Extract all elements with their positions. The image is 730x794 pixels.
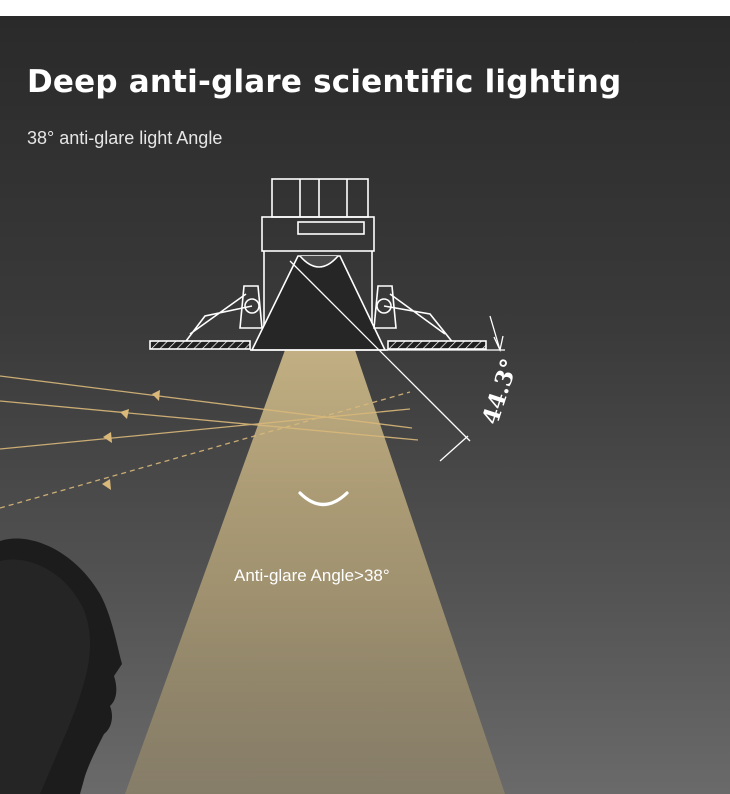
housing <box>261 216 375 252</box>
measure-line-diagonal <box>289 260 471 442</box>
ceiling-panel-left <box>149 340 251 350</box>
clip-pivot-right <box>376 298 392 314</box>
downlight-cross-section <box>149 178 487 351</box>
ray-arrow-icon <box>120 409 129 419</box>
spring-clip-right <box>383 293 459 350</box>
glare-ray-3 <box>0 408 411 450</box>
glare-ray-2 <box>0 400 419 441</box>
measure-line-bottom <box>439 435 469 462</box>
smile-icon <box>298 491 349 507</box>
clip-bracket-right <box>373 285 397 329</box>
measure-line-vertical <box>489 315 501 351</box>
page-subtitle: 38° anti-glare light Angle <box>27 128 223 148</box>
ray-arrow-icon <box>102 479 111 490</box>
page-title: Deep anti-glare scientific lighting <box>27 64 622 100</box>
glare-rays <box>0 375 419 509</box>
ray-arrow-icon <box>152 390 160 401</box>
diagram-panel: Deep anti-glare scientific lighting 38° … <box>0 16 730 794</box>
glare-ray-1 <box>0 375 413 429</box>
light-beam <box>125 350 505 794</box>
glare-ray-arrows-icon <box>102 390 160 490</box>
angle-label: 44.3° <box>477 355 524 428</box>
led-chip <box>299 255 339 268</box>
clip-pivot-left <box>244 298 260 314</box>
heatsink-block <box>297 221 365 235</box>
beam-angle-label: Anti-glare Angle>38° <box>234 566 390 585</box>
driver-box <box>271 178 369 218</box>
glare-ray-4 <box>0 391 411 509</box>
lighting-diagram: 44.3° <box>0 178 524 794</box>
ceiling-panel-right <box>387 340 487 350</box>
clip-bracket-left <box>239 285 263 329</box>
head-inner-shade <box>0 559 90 794</box>
spring-clip-left <box>179 293 253 350</box>
measure-arrow-icon <box>493 335 504 353</box>
ray-arrow-icon <box>103 432 112 443</box>
angle-measurement <box>289 260 505 462</box>
